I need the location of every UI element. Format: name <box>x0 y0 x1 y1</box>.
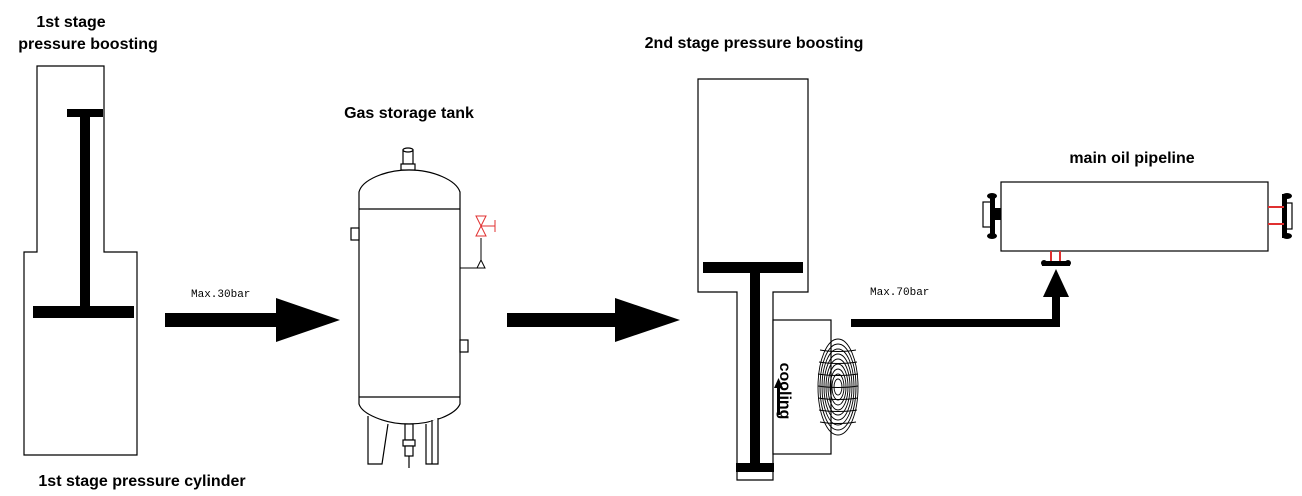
stage1-title-line2: pressure boosting <box>18 36 158 53</box>
stage1-cylinder-label: 1st stage pressure cylinder <box>38 473 245 490</box>
stage1-title-line1: 1st stage <box>36 14 105 31</box>
gas-tank-title: Gas storage tank <box>344 105 474 122</box>
cooling-coil-icon <box>817 338 859 436</box>
pressure-label-stage1: Max.30bar <box>191 289 250 301</box>
flow-arrow-1 <box>165 298 340 342</box>
main-oil-pipeline <box>982 181 1293 266</box>
pipeline-title: main oil pipeline <box>1069 150 1194 167</box>
stage2-title: 2nd stage pressure boosting <box>645 35 864 52</box>
gas-storage-tank <box>350 147 469 468</box>
stage2-piston <box>703 262 803 472</box>
pressure-label-stage2: Max.70bar <box>870 287 929 299</box>
cooling-direction-icon <box>774 378 783 415</box>
discharge-line <box>851 269 1069 327</box>
stage1-piston <box>33 109 134 318</box>
safety-valve <box>460 215 496 269</box>
cooling-label: cooling <box>776 363 793 420</box>
cooler-box <box>772 319 832 455</box>
flow-arrow-2 <box>507 298 680 342</box>
